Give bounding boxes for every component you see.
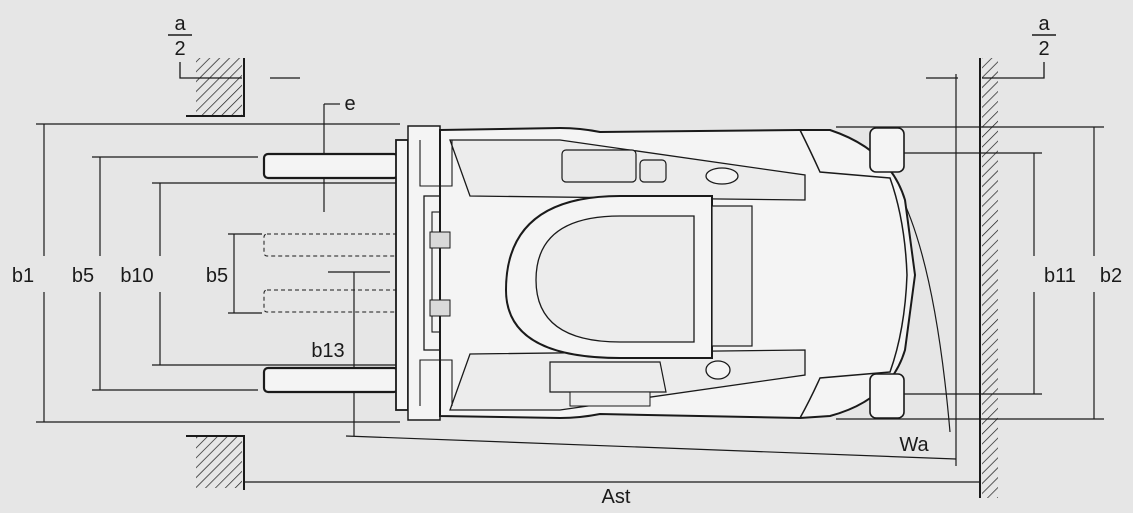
label-wa: Wa — [899, 434, 929, 456]
a-half-left: a 2 — [168, 13, 300, 79]
dimension-b1 — [36, 123, 400, 423]
label-ast: Ast — [602, 486, 631, 508]
a-half-right-denominator: 2 — [1038, 38, 1049, 60]
fork-lower — [262, 366, 400, 394]
a-half-right-numerator: a — [1038, 13, 1050, 35]
label-b10: b10 — [120, 265, 153, 287]
label-b1: b1 — [12, 265, 34, 287]
fork-upper — [262, 152, 400, 180]
dimension-b5-inner — [228, 233, 262, 314]
label-b5-inner: b5 — [206, 265, 228, 287]
label-b11: b11 — [1044, 265, 1076, 287]
right-wall — [979, 58, 998, 498]
label-b5-outer: b5 — [72, 265, 94, 287]
label-e: e — [344, 93, 355, 115]
left-lower-wall — [186, 435, 245, 490]
label-b13: b13 — [311, 340, 344, 362]
left-upper-wall — [186, 58, 245, 117]
dimension-b11 — [904, 152, 1042, 395]
a-half-right: a 2 — [926, 13, 1056, 79]
a-half-left-denominator: 2 — [174, 38, 185, 60]
dimension-b13 — [328, 271, 957, 460]
fork-dashed-positions — [263, 233, 399, 313]
forklift-truck — [395, 125, 917, 421]
dimension-b2 — [836, 126, 1104, 420]
label-b2: b2 — [1100, 265, 1122, 287]
a-half-left-numerator: a — [174, 13, 186, 35]
dimension-b5-outer — [92, 156, 258, 391]
dimension-b10 — [152, 182, 400, 366]
